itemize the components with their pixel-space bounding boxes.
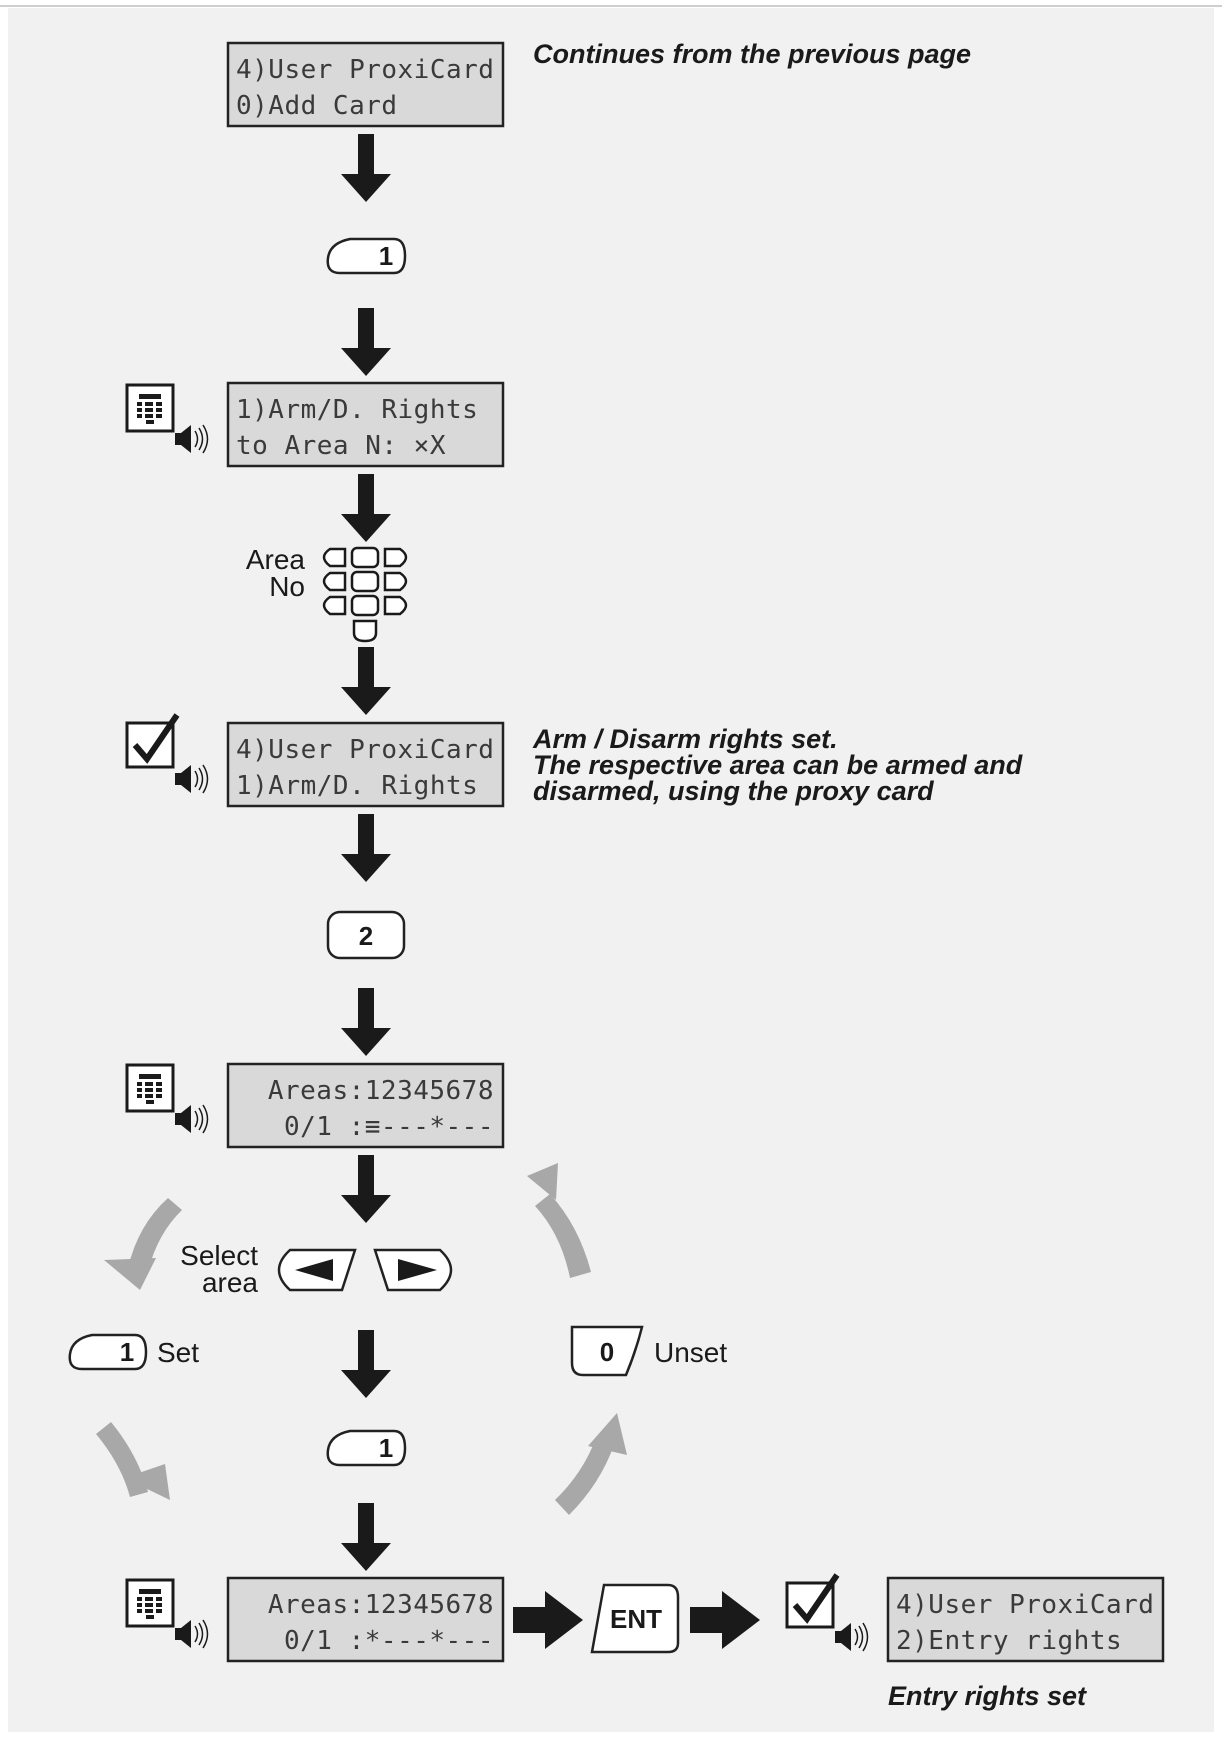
lcd-line: Areas:12345678 [268, 1590, 494, 1620]
right-arrow-key-button[interactable] [373, 1248, 453, 1292]
lcd-display-arm-rights: 1)Arm/D. Rights to Area N: ×X [226, 381, 505, 468]
check-icon [787, 1575, 837, 1627]
lcd-line: 1)Arm/D. Rights [236, 395, 478, 425]
lcd-line: 4)User ProxiCard [236, 55, 494, 85]
lcd-display-entry-rights: 4)User ProxiCard 2)Entry rights [886, 1576, 1165, 1663]
check-icon [127, 715, 177, 767]
key-label: ENT [610, 1604, 662, 1634]
note-arm-line2: The respective area can be armed and [533, 750, 1023, 780]
lcd-line: Areas:12345678 [268, 1076, 494, 1106]
note-continues: Continues from the previous page [533, 39, 971, 69]
note-arm-line3: disarmed, using the proxy card [533, 776, 934, 806]
gray-curved-arrow-icon [555, 1413, 627, 1515]
keypad-icon [125, 1578, 175, 1628]
keypad-icon [125, 1063, 175, 1113]
ent-key-button[interactable]: ENT [590, 1583, 680, 1654]
note-arm-line1: Arm / Disarm rights set. [532, 724, 838, 754]
keypad-icon [125, 383, 175, 433]
key-label: 1 [379, 241, 393, 271]
left-arrow-icon [295, 1259, 333, 1281]
key-label: 0 [600, 1337, 614, 1367]
key-label: 1 [379, 1433, 393, 1463]
numeric-keypad-icon[interactable] [322, 546, 408, 643]
lcd-display-areas-set: Areas:12345678 0/1 :*---*--- [226, 1576, 505, 1663]
lcd-line: 0)Add Card [236, 91, 398, 121]
lcd-display-arm-set: 4)User ProxiCard 1)Arm/D. Rights [226, 721, 505, 808]
lcd-display-user-proxicard: 4)User ProxiCard 0)Add Card [226, 41, 505, 128]
unset-key-button[interactable]: 0 [570, 1325, 644, 1377]
gray-curved-arrow-icon [104, 1198, 182, 1290]
right-arrow-icon [398, 1259, 437, 1281]
unset-label: Unset [654, 1337, 727, 1368]
right-arrow-icon [690, 1591, 760, 1649]
key-1-button-second[interactable]: 1 [326, 1429, 407, 1467]
area-label: Area [246, 544, 306, 575]
key-label: 2 [359, 921, 373, 951]
lcd-line: 0/1 :*---*--- [284, 1626, 494, 1656]
lcd-display-areas: Areas:12345678 0/1 :≡---*--- [226, 1062, 505, 1149]
lcd-line: to Area N: ×X [236, 431, 446, 461]
key-label: 1 [120, 1337, 134, 1367]
gray-curved-arrow-icon [96, 1422, 170, 1500]
key-1-button[interactable]: 1 [326, 237, 407, 275]
lcd-line: 1)Arm/D. Rights [236, 771, 478, 801]
select-label: Select [180, 1240, 258, 1271]
gray-curved-arrow-icon [527, 1163, 591, 1278]
lcd-line: 2)Entry rights [896, 1626, 1122, 1656]
set-label: Set [157, 1337, 199, 1368]
page-panel [8, 8, 1214, 1732]
left-arrow-key-button[interactable] [277, 1248, 357, 1292]
lcd-line: 4)User ProxiCard [896, 1590, 1154, 1620]
note-entry-rights: Entry rights set [888, 1681, 1087, 1711]
lcd-line: 4)User ProxiCard [236, 735, 494, 765]
key-2-button[interactable]: 2 [326, 910, 406, 960]
area-label-2: area [202, 1267, 258, 1298]
right-arrow-icon [513, 1591, 583, 1649]
set-key-button[interactable]: 1 [68, 1333, 148, 1371]
no-label: No [269, 571, 305, 602]
lcd-line: 0/1 :≡---*--- [284, 1112, 494, 1142]
